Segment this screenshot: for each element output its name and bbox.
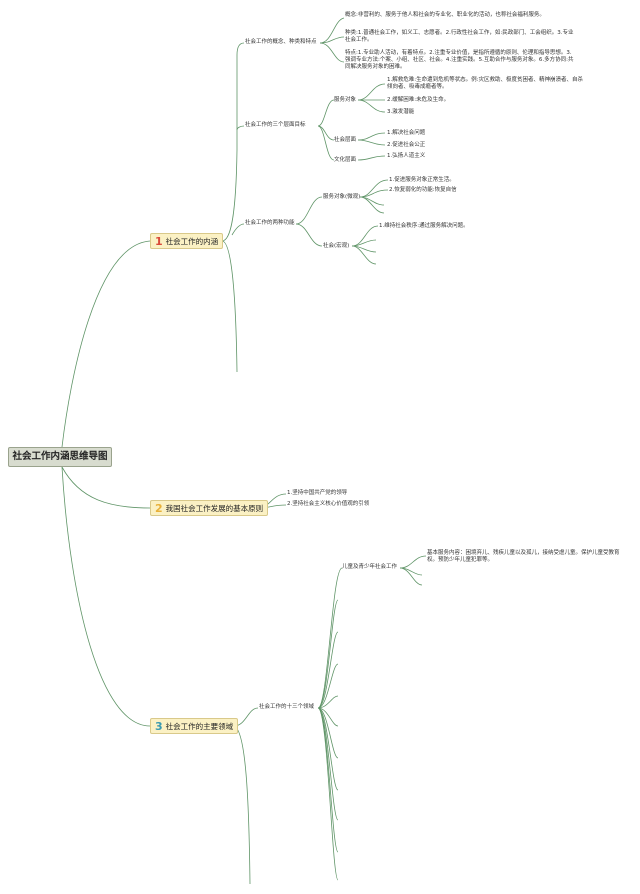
functions-group-micro[interactable]: 服务对象(微观) xyxy=(323,194,361,200)
link-g6-i1 xyxy=(399,555,427,569)
link-g2-i1 xyxy=(357,132,386,141)
b1-note-features: 特点:1.专业助人活动，有着特点。2.注重专业价值，是指所遵循的原则、伦理和指导… xyxy=(345,50,574,70)
branch-2-label: 我国社会工作发展的基本原则 xyxy=(165,503,264,513)
link-c1-n3 xyxy=(319,42,345,63)
b1-child-concept[interactable]: 社会工作的概念、种类和特点 xyxy=(245,39,317,45)
link-root-b3 xyxy=(61,466,151,727)
branch-3-node[interactable]: 3 社会工作的主要领域 xyxy=(150,718,239,734)
link-g1-i3 xyxy=(357,99,386,113)
root-node[interactable]: 社会工作内涵思维导图 xyxy=(8,447,112,467)
goals-clients-item-1: 1.解救危难:生命遭到危机等状态。例:灾区救助、极度贫困者、精神崩溃者、自杀倾向… xyxy=(387,77,583,90)
b1-note-concept: 概念:非营利的、服务于他人和社会的专业化、职业化的活动，也称社会福利服务。 xyxy=(345,12,545,18)
link-13-g1 xyxy=(317,567,343,709)
link-g4-i1 xyxy=(359,179,389,198)
branch-1-node[interactable]: 1 社会工作的内涵 xyxy=(150,233,224,249)
functions-group-macro[interactable]: 社会(宏观) xyxy=(323,243,350,249)
link-b1-c3 xyxy=(231,223,245,236)
goals-culture-item-1: 1.弘扬人道主义 xyxy=(387,153,426,159)
goals-clients-item-2: 2.缓解困难:未危及生命。 xyxy=(387,97,450,103)
branch-1-number: 1 xyxy=(155,234,163,248)
functions-micro-item-2: 2.恢复弱化的功能:恢复自信 xyxy=(389,187,457,193)
link-root-b1 xyxy=(61,240,151,448)
branch-2-node[interactable]: 2 我国社会工作发展的基本原则 xyxy=(150,500,269,516)
link-g6-e2 xyxy=(399,567,423,586)
branch-3-number: 3 xyxy=(155,719,163,733)
fields-youth-item-1: 基本服务内容：困境弃儿、残疾儿童以及孤儿，接纳受虐儿童。保护儿童受教育权。预防少… xyxy=(427,550,620,563)
functions-macro-item-1: 1.维持社会秩序:通过服务解决问题。 xyxy=(379,223,469,229)
link-g5-e3 xyxy=(351,245,377,265)
link-c1-n1 xyxy=(319,17,345,44)
link-c2-g1 xyxy=(317,99,335,127)
goals-clients-item-3: 3.激发潜能 xyxy=(387,109,415,115)
b1-note-types: 种类:1.普通社会工作，如义工、志愿者。2.行政性社会工作，如:民政部门、工会组… xyxy=(345,30,574,43)
link-root-b2 xyxy=(61,466,151,509)
goals-society-item-2: 2.促进社会公正 xyxy=(387,142,426,148)
goals-group-clients[interactable]: 服务对象 xyxy=(334,97,357,103)
functions-micro-item-1: 1.促进服务对象正常生活。 xyxy=(389,177,455,183)
link-13-e1 xyxy=(317,599,339,709)
b1-child-goals[interactable]: 社会工作的三个层面目标 xyxy=(245,122,306,128)
link-c1-n2 xyxy=(319,36,345,44)
link-13-e7 xyxy=(317,707,339,791)
fields-group-youth[interactable]: 儿童及青少年社会工作 xyxy=(342,564,398,570)
goals-society-item-1: 1.解决社会问题 xyxy=(387,130,426,136)
b2-child-2[interactable]: 2.坚持社会主义核心价值观的引领 xyxy=(287,501,370,507)
link-g2-i2 xyxy=(357,139,386,146)
b3-child-13-fields[interactable]: 社会工作的十三个领域 xyxy=(259,704,315,710)
root-title: 社会工作内涵思维导图 xyxy=(12,451,108,462)
link-b1-trunk-down xyxy=(221,240,238,373)
b1-child-functions[interactable]: 社会工作的两种功能 xyxy=(245,220,295,226)
link-g3-i1 xyxy=(357,155,386,161)
link-b1-trunk xyxy=(221,42,245,242)
link-13-e10 xyxy=(317,707,339,881)
link-13-e2 xyxy=(317,631,339,709)
b2-child-1[interactable]: 1.坚持中国共产党的领导 xyxy=(287,490,348,496)
link-13-e4 xyxy=(317,695,339,709)
link-b3-trunk-down xyxy=(233,725,251,885)
link-c2-g3 xyxy=(317,125,335,161)
link-13-e3 xyxy=(317,663,339,709)
branch-1-label: 社会工作的内涵 xyxy=(165,236,219,246)
link-g4-i2 xyxy=(359,189,389,198)
link-g4-e2 xyxy=(359,196,385,214)
link-b1-c2 xyxy=(236,125,245,131)
branch-2-number: 2 xyxy=(155,501,163,515)
branch-3-label: 社会工作的主要领域 xyxy=(165,721,234,731)
link-13-e9 xyxy=(317,707,339,853)
link-c3-g1 xyxy=(295,196,323,225)
link-g1-i1 xyxy=(357,83,386,101)
goals-group-society[interactable]: 社会层面 xyxy=(334,137,357,143)
goals-group-culture[interactable]: 文化层面 xyxy=(334,157,357,163)
link-c3-g2 xyxy=(295,223,323,247)
